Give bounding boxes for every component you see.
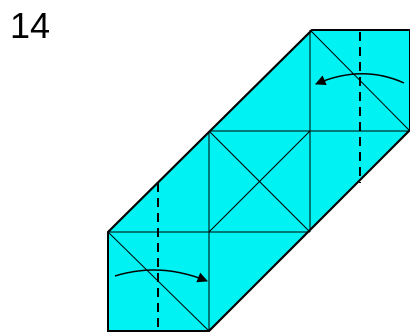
paper-strip-outline (107, 29, 410, 332)
step-number: 14 (10, 5, 51, 46)
fold-arrow-left-icon (315, 73, 405, 86)
crease-diagonal-center-up (208, 130, 311, 233)
fold-arrow-right-icon (114, 269, 208, 283)
